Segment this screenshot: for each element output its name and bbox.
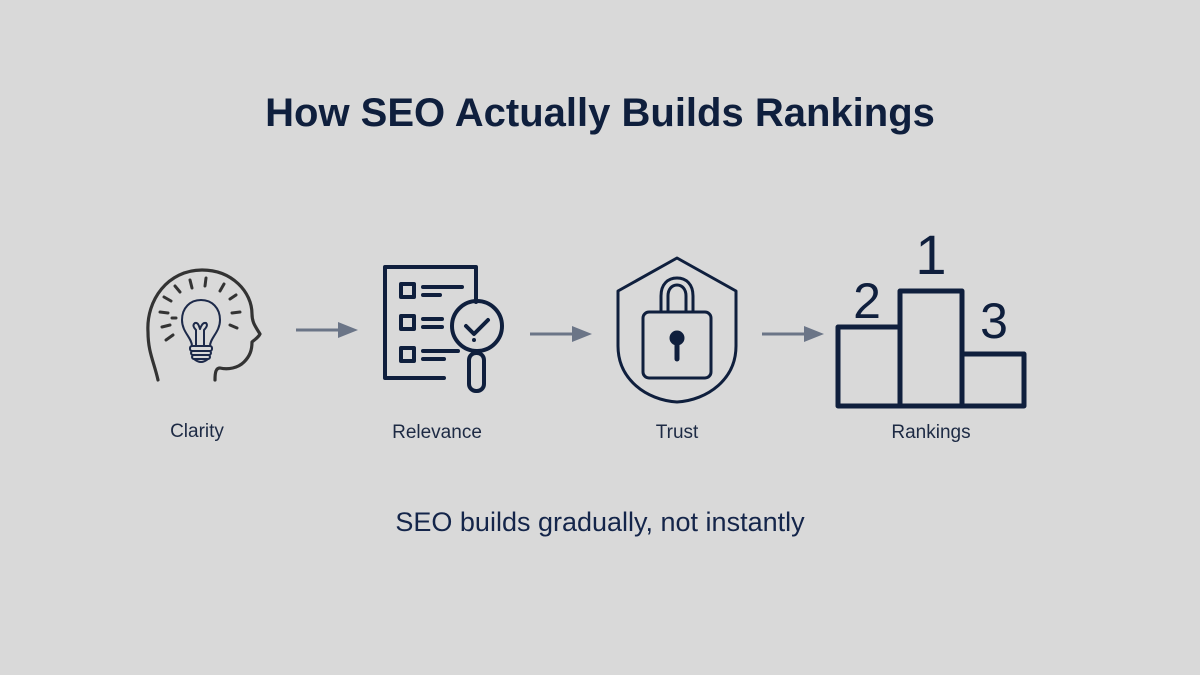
step-label: Clarity — [170, 421, 224, 442]
step-label: Rankings — [891, 422, 971, 443]
page-title: How SEO Actually Builds Rankings — [265, 90, 935, 135]
podium-number-second: 2 — [853, 273, 881, 329]
arrow-right-icon — [296, 322, 358, 338]
checklist-magnifier-icon — [383, 265, 504, 393]
arrow-right-icon — [762, 326, 824, 342]
step-label: Trust — [655, 422, 699, 443]
podium-icon: 2 1 3 — [835, 223, 1027, 409]
podium-number-first: 1 — [915, 223, 946, 286]
head-lightbulb-icon — [146, 268, 262, 382]
shield-lock-icon — [616, 256, 738, 404]
arrow-right-icon — [530, 326, 592, 342]
tagline: SEO builds gradually, not instantly — [395, 507, 805, 537]
step-label: Relevance — [392, 422, 482, 443]
podium-number-third: 3 — [980, 293, 1008, 349]
